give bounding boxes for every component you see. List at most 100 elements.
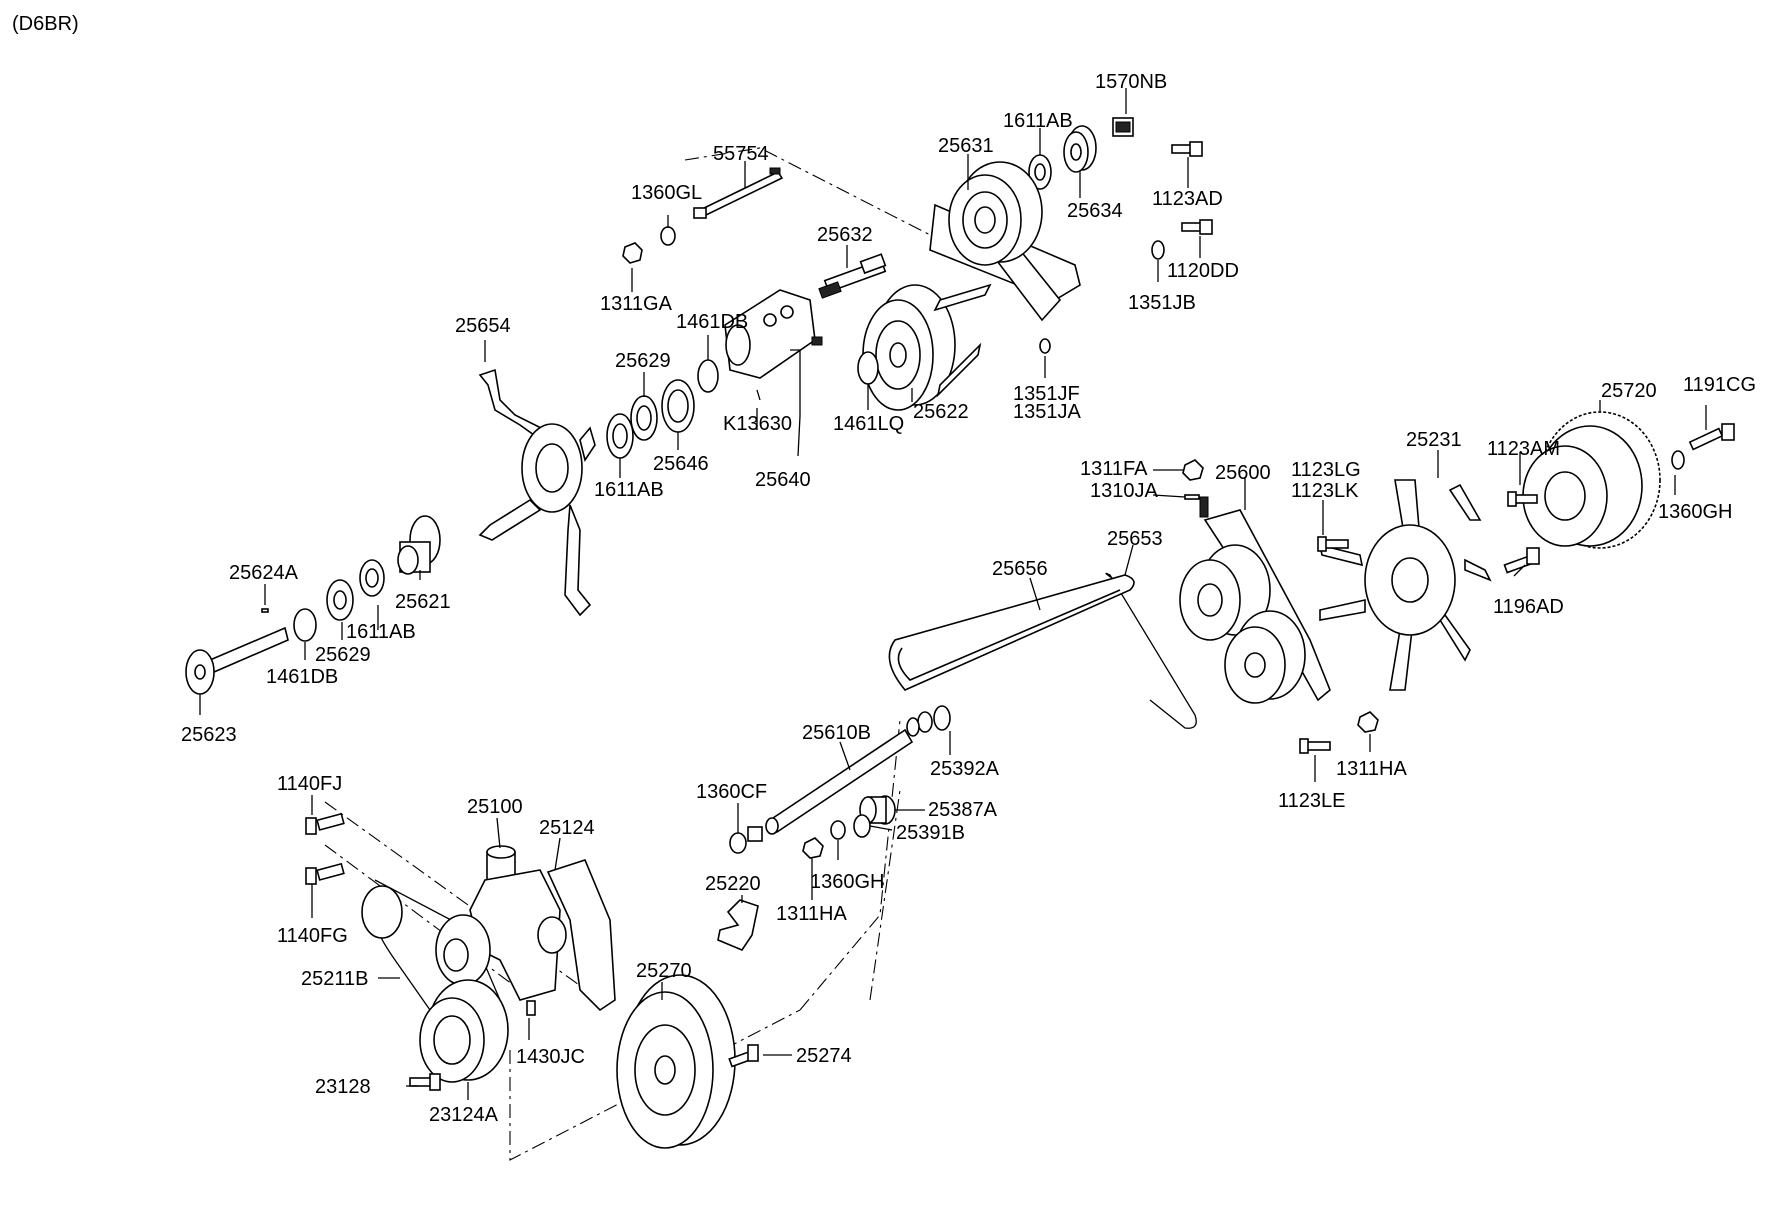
bolt-1123le-part (1299, 738, 1331, 754)
cooling-fan-part (1318, 479, 1492, 691)
label-1611ab-mid: 1611AB (594, 479, 664, 501)
label-1123le: 1123LE (1278, 790, 1345, 812)
label-25387a: 25387A (928, 799, 998, 821)
tube-25610b-part (765, 728, 914, 835)
label-25646: 25646 (653, 453, 709, 475)
nut-1311ha-low-part (802, 837, 824, 859)
label-1140fg: 1140FG (277, 925, 348, 947)
bolt-part-1123ad (1171, 141, 1203, 157)
label-1351jb: 1351JB (1128, 292, 1196, 314)
label-1461db-mid: 1461DB (676, 311, 748, 333)
label-23124a: 23124A (429, 1104, 499, 1126)
label-1123am: 1123AM (1487, 438, 1560, 460)
shaft-part (185, 626, 289, 695)
bolt-1140fj-part (305, 812, 345, 835)
adjuster-bracket-part (724, 289, 823, 401)
label-25610b: 25610B (802, 722, 871, 744)
label-25391b: 25391B (896, 822, 965, 844)
washer-1360gh-right-part (1671, 450, 1685, 470)
ring-1461db-part (697, 359, 719, 393)
belt-25656-part (888, 574, 1135, 691)
label-1611ab-low: 1611AB (346, 621, 416, 643)
bolt-1123am-part (1507, 491, 1538, 507)
label-25624a: 25624A (229, 562, 299, 584)
fitting-part (747, 826, 763, 842)
washer-1351jf-part (1039, 338, 1051, 354)
label-25654: 25654 (455, 315, 511, 337)
hub-part (397, 515, 441, 575)
label-25629-low: 25629 (315, 644, 371, 666)
label-1123lk: 1123LK (1291, 480, 1359, 502)
bolt-23128-part (409, 1073, 441, 1091)
label-1311ha-low: 1311HA (776, 903, 847, 925)
label-23128: 23128 (315, 1076, 371, 1098)
rings-25392a-part (906, 705, 951, 737)
bolt-part-1120dd (1181, 219, 1213, 235)
label-1570nb: 1570NB (1095, 71, 1167, 93)
label-1120dd: 1120DD (1167, 260, 1239, 282)
damper-pulley-part (616, 974, 736, 1149)
label-25634: 25634 (1067, 200, 1123, 222)
washer-1360gh-low-part (830, 820, 846, 840)
ring-1461db-low-part (293, 608, 317, 642)
label-25124: 25124 (539, 817, 595, 839)
label-1360gl: 1360GL (631, 182, 702, 204)
spacer-part (1063, 125, 1097, 173)
pulley-25653-part (1224, 610, 1306, 704)
washer-1360cf-part (729, 832, 747, 854)
label-1310ja: 1310JA (1090, 480, 1158, 502)
tension-bolt-part (818, 253, 887, 299)
label-1123lg: 1123LG (1291, 459, 1361, 481)
label-25656: 25656 (992, 558, 1048, 580)
snap-ring-part (857, 351, 879, 385)
label-25631: 25631 (938, 135, 994, 157)
label-25100: 25100 (467, 796, 523, 818)
nipple-part (1112, 117, 1134, 137)
seal-part (661, 379, 695, 433)
washer-part (660, 226, 676, 246)
bolt-1123lg-part (1317, 536, 1349, 552)
bolt-1140fg-part (305, 862, 345, 885)
bushing-25387a-part (859, 795, 896, 825)
pin-1310ja-part (1184, 494, 1200, 500)
label-25622: 25622 (913, 401, 969, 423)
label-1461lq: 1461LQ (833, 413, 904, 435)
label-1360gh-right: 1360GH (1658, 501, 1733, 523)
belt-25211b-part (361, 879, 501, 1011)
label-25220: 25220 (705, 873, 761, 895)
label-1311ha-right: 1311HA (1336, 758, 1407, 780)
key-1430jc-part (526, 1000, 536, 1016)
label-1611ab-top: 1611AB (1003, 110, 1073, 132)
nut-1311ha-right-part (1357, 711, 1379, 733)
label-25270: 25270 (636, 960, 692, 982)
bearing-1611ab-low-part (359, 559, 385, 597)
label-1461db-low: 1461DB (266, 666, 338, 688)
washer-1351jb-part (1151, 240, 1165, 260)
label-1123ad: 1123AD (1152, 188, 1223, 210)
washer-25391b-part (853, 814, 871, 838)
stud-part (693, 167, 784, 219)
bracket-25220-part (717, 899, 759, 951)
label-1351jf: 1351JF (1013, 383, 1080, 405)
label-1311ga: 1311GA (600, 293, 673, 315)
label-k13630: K13630 (723, 413, 792, 435)
label-25632: 25632 (817, 224, 873, 246)
label-25392a: 25392A (930, 758, 1000, 780)
model-code: (D6BR) (12, 13, 79, 35)
leader-lines (199, 88, 1707, 1100)
nut-1311fa-part (1182, 459, 1204, 481)
label-25653: 25653 (1107, 528, 1163, 550)
label-1311fa: 1311FA (1080, 458, 1148, 480)
bolt-1191cg-part (1688, 423, 1735, 451)
label-25621: 25621 (395, 591, 451, 613)
label-1140fj: 1140FJ (277, 773, 342, 795)
pulley-23124a-part (419, 979, 509, 1083)
label-1360gh-low: 1360GH (810, 871, 885, 893)
label-55754: 55754 (713, 143, 769, 165)
bolt-1196ad-part (1503, 547, 1540, 574)
label-1351ja: 1351JA (1013, 401, 1081, 423)
fan-clutch-part (1522, 411, 1661, 549)
label-1196ad: 1196AD (1493, 596, 1564, 618)
label-25720: 25720 (1601, 380, 1657, 402)
